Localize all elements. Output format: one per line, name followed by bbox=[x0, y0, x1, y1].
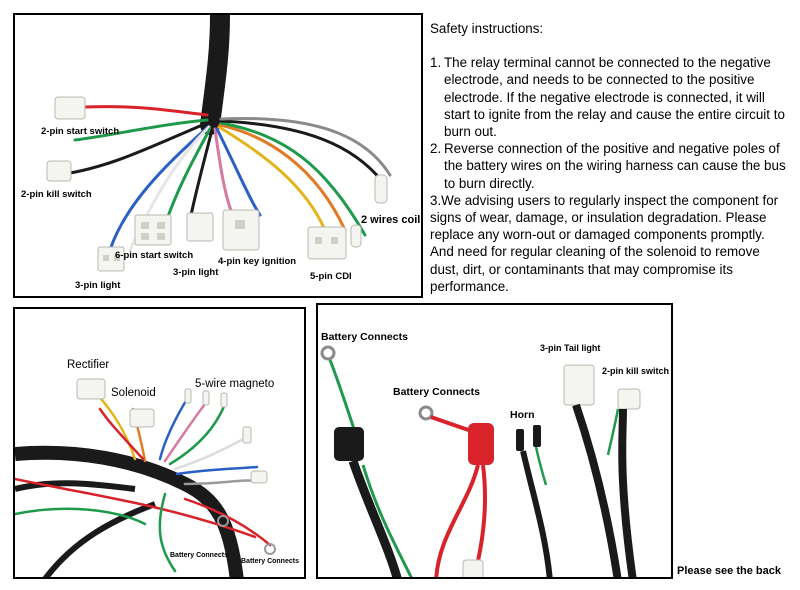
label-solenoid: Solenoid bbox=[111, 387, 156, 399]
red-wire bbox=[434, 464, 480, 577]
connector-6pin-start bbox=[134, 214, 172, 246]
connector-3pin-light-left bbox=[97, 246, 125, 272]
connector-solenoid bbox=[129, 408, 155, 428]
wire-yellow bbox=[95, 392, 137, 461]
label-2pin-kill-switch-right: 2-pin kill switch bbox=[602, 366, 670, 376]
battery-horn-panel: Battery Connects Battery Connects Horn 3… bbox=[316, 303, 673, 579]
top-harness-panel: 2-pin start switch 2-pin kill switch 3-p… bbox=[13, 13, 423, 298]
main-harness-trunk bbox=[200, 15, 230, 135]
footer-note: Please see the back bbox=[677, 565, 781, 577]
red-fuse-boot bbox=[468, 423, 494, 465]
wire-gray bbox=[219, 117, 392, 177]
black-harness-left bbox=[348, 459, 402, 577]
harness-bundle bbox=[15, 445, 244, 577]
safety-title: Safety instructions: bbox=[430, 21, 544, 36]
wire-red-3 bbox=[98, 407, 145, 461]
safety-item-1: 1.The relay terminal cannot be connected… bbox=[430, 55, 785, 140]
wire-green bbox=[73, 118, 209, 142]
wire-blue bbox=[108, 125, 210, 252]
label-battery-connects-1: Battery Connects bbox=[170, 552, 228, 559]
label-3pin-tail-light: 3-pin Tail light bbox=[540, 343, 601, 353]
battery-ring-terminal-mid bbox=[418, 405, 434, 421]
label-battery-connects-top: Battery Connects bbox=[321, 331, 408, 343]
connector-rectifier bbox=[76, 378, 106, 400]
wire-yellow bbox=[217, 125, 327, 232]
label-battery-connects-mid: Battery Connects bbox=[393, 386, 480, 398]
battery-horn-photo bbox=[320, 345, 641, 577]
safety-item-3: 3.We advising users to regularly inspect… bbox=[430, 192, 779, 294]
wire-blue-2 bbox=[215, 127, 262, 217]
wire-green-3 bbox=[219, 121, 367, 237]
battery-ring-terminal-2 bbox=[264, 543, 276, 555]
wire-black-3 bbox=[219, 119, 387, 187]
tail-light-connector bbox=[563, 364, 595, 406]
connector-5pin-cdi bbox=[307, 226, 347, 260]
label-2-wires-coil: 2 wires coil bbox=[361, 214, 421, 226]
battery-ring-terminal-top bbox=[320, 345, 336, 361]
label-6pin-start-switch: 6-pin start switch bbox=[115, 250, 194, 261]
wire-red bbox=[83, 105, 209, 117]
wire-black bbox=[68, 121, 209, 175]
kill-switch-connector bbox=[617, 388, 641, 410]
connector-2pin-kill bbox=[46, 160, 72, 182]
wire-pink bbox=[163, 402, 207, 463]
rectifier-solenoid-panel: Rectifier Solenoid 5-wire magneto Batter… bbox=[13, 307, 306, 579]
label-3pin-light-left: 3-pin light bbox=[75, 280, 121, 291]
label-battery-connects-2: Battery Connects bbox=[241, 558, 299, 565]
safety-item-2: 2.Reverse connection of the positive and… bbox=[430, 141, 786, 191]
label-4pin-key-ignition: 4-pin key ignition bbox=[218, 256, 297, 267]
wire-green bbox=[15, 507, 147, 526]
wire-black-2 bbox=[188, 128, 214, 222]
horn-spade-2 bbox=[533, 425, 541, 447]
wire-green-3 bbox=[168, 402, 227, 466]
battery-ring-terminal-1 bbox=[217, 515, 229, 527]
wire-orange bbox=[218, 123, 347, 232]
horn-spade-1 bbox=[516, 429, 524, 451]
wire-green-2 bbox=[163, 127, 212, 227]
wire-blue bbox=[158, 397, 189, 461]
connector-coil-b bbox=[350, 224, 362, 248]
label-5wire-magneto: 5-wire magneto bbox=[195, 378, 275, 390]
connector-3pin-light-mid bbox=[186, 212, 214, 242]
label-3pin-light-mid: 3-pin light bbox=[173, 267, 219, 278]
label-5pin-cdi: 5-pin CDI bbox=[310, 271, 352, 282]
label-2pin-kill-switch: 2-pin kill switch bbox=[21, 189, 92, 200]
label-rectifier: Rectifier bbox=[67, 359, 110, 371]
horn-wire bbox=[520, 450, 553, 577]
wire-red-2 bbox=[183, 497, 272, 547]
safety-instructions: Safety instructions: 1.The relay termina… bbox=[430, 20, 790, 295]
wire-blue-2 bbox=[175, 465, 259, 476]
connector-2pin-start bbox=[54, 96, 86, 120]
wire-green-2 bbox=[158, 492, 177, 573]
label-horn: Horn bbox=[510, 409, 535, 421]
label-2pin-start-switch: 2-pin start switch bbox=[41, 126, 120, 137]
black-fuse-boot bbox=[334, 427, 364, 461]
connector-4pin-key bbox=[222, 209, 260, 251]
top-harness-photo bbox=[46, 15, 392, 272]
rectifier-harness-photo bbox=[15, 378, 276, 577]
connector-coil-a bbox=[374, 174, 388, 204]
wire-white bbox=[173, 435, 249, 471]
